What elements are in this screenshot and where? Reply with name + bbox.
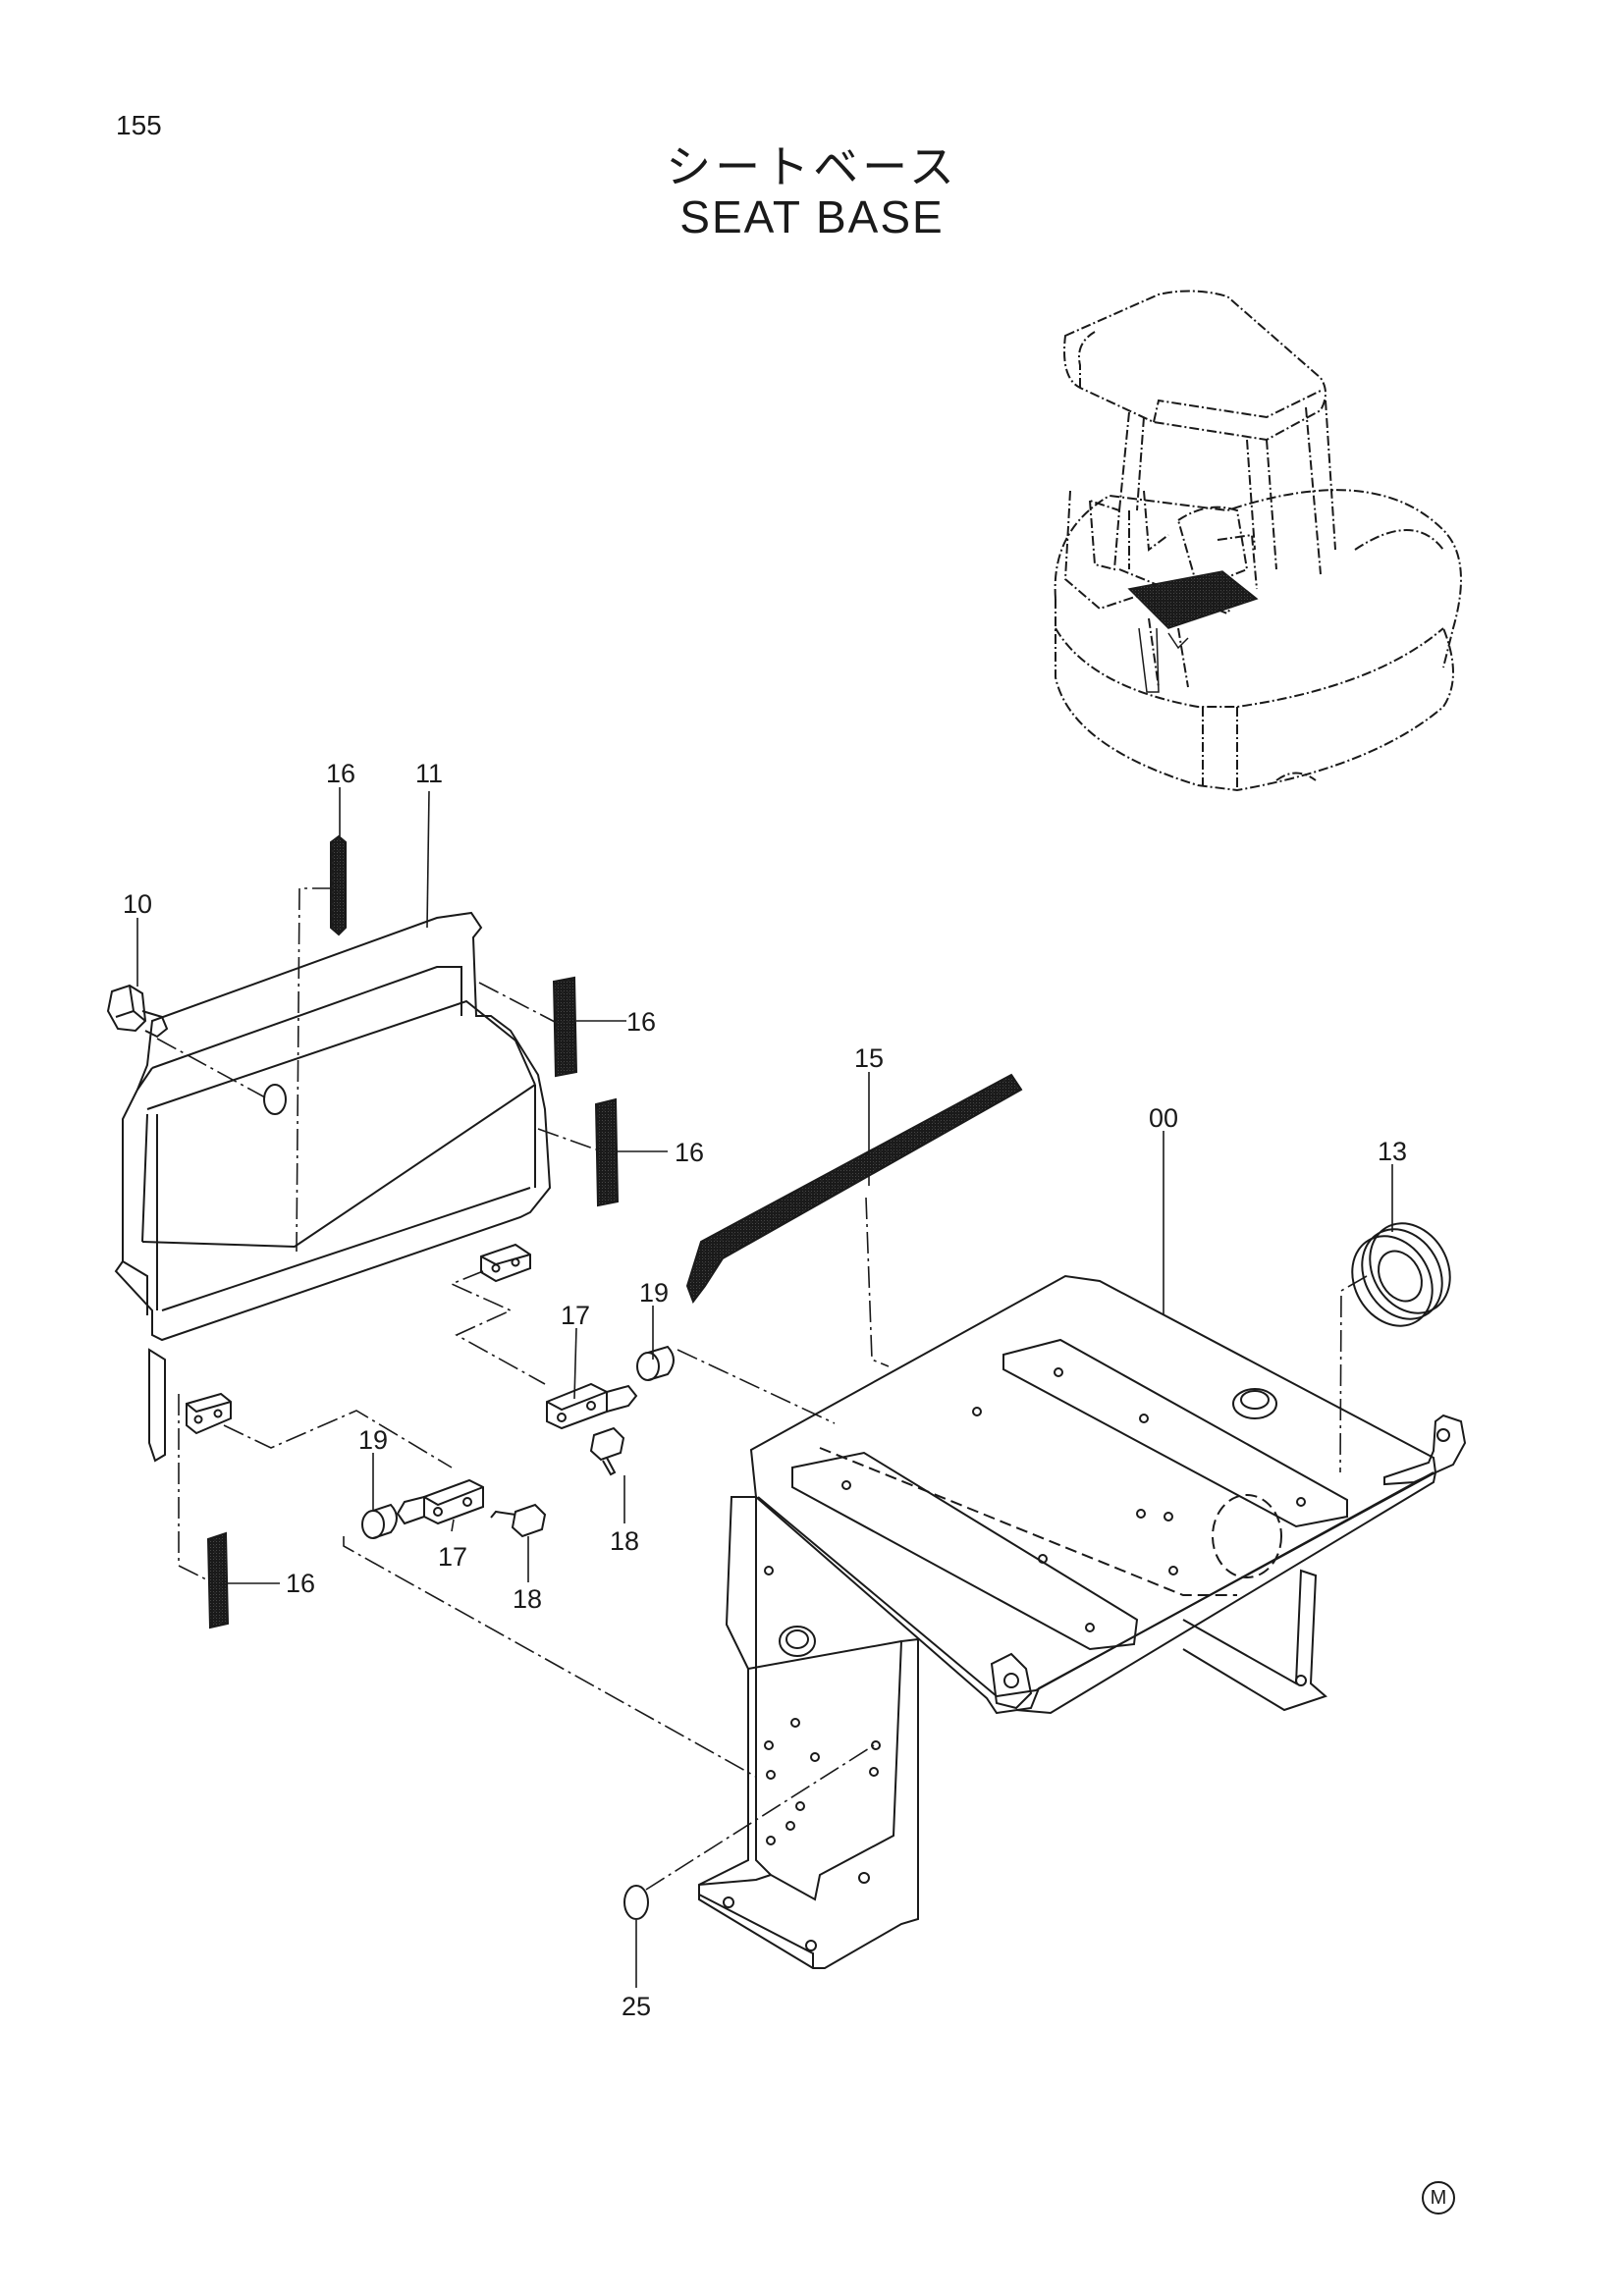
callout-19: 19 [358, 1425, 388, 1455]
title-english: SEAT BASE [679, 191, 945, 242]
callout-16: 16 [286, 1569, 315, 1598]
callout-17: 17 [438, 1542, 467, 1572]
callout-19: 19 [639, 1278, 669, 1308]
callout-10: 10 [123, 889, 152, 919]
callout-13: 13 [1378, 1137, 1407, 1166]
part-16-rubber-strip [552, 976, 578, 1078]
overview-seat-base-highlight [1127, 570, 1259, 629]
part-16-rubber-strip [330, 834, 347, 936]
assembly-center-lines [156, 887, 1368, 1891]
callout-16: 16 [675, 1138, 704, 1167]
callout-17: 17 [561, 1301, 590, 1330]
part-18-screw-upper [589, 1426, 625, 1476]
overview-seat-base-leg [1138, 627, 1189, 693]
part-16-rubber-strip [206, 1531, 230, 1629]
callout-15: 15 [854, 1043, 884, 1073]
part-16-rubber-strip [594, 1097, 620, 1207]
part-19-collar-lower [361, 1503, 398, 1539]
part-25-cap [623, 1885, 649, 1920]
part-15-long-strip [685, 1073, 1023, 1305]
page-number: 155 [116, 110, 162, 140]
maker-mark: M [1422, 2181, 1455, 2215]
title-japanese: シートベース [666, 140, 958, 193]
machine-overview-illustration [1054, 290, 1462, 792]
part-13-grommet [1351, 1222, 1451, 1327]
callout-11: 11 [415, 759, 443, 788]
part-17-bracket-upper [546, 1382, 638, 1430]
callout-00: 00 [1149, 1103, 1178, 1133]
callout-18: 18 [610, 1526, 639, 1556]
part-11-cover-panel [114, 911, 552, 1463]
callout-16: 16 [626, 1007, 656, 1037]
part-00-seat-base-frame [698, 1274, 1467, 1969]
callout-16: 16 [326, 759, 355, 788]
callout-18: 18 [513, 1584, 542, 1614]
callout-25: 25 [622, 1992, 651, 2021]
part-19-collar-upper [636, 1345, 675, 1381]
part-17-bracket-lower [396, 1478, 484, 1525]
part-18-screw-lower [490, 1503, 547, 1538]
callout-leaders [136, 787, 1393, 1988]
part-10-plug [106, 984, 169, 1039]
